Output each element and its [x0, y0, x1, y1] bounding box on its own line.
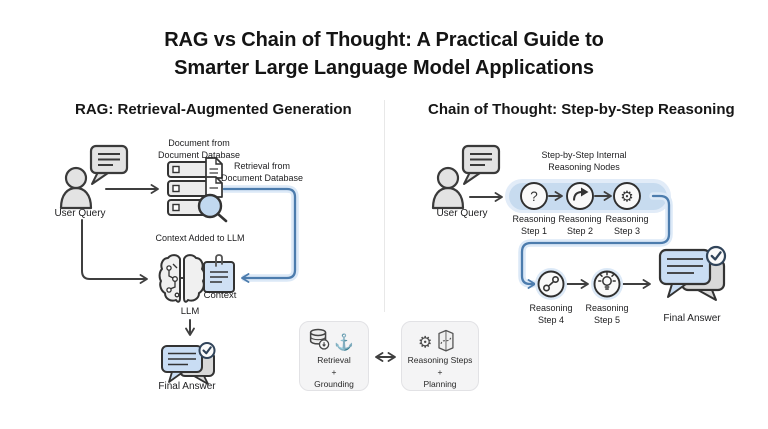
- cot-box-plus: +: [437, 366, 443, 377]
- gear-icon: ⚙: [418, 334, 432, 351]
- reasoning-step1-node: [520, 182, 548, 210]
- reasoning-step2-node: [566, 182, 594, 210]
- step3-to-step4-connector: [520, 194, 671, 289]
- reasoning-step4-node: [537, 270, 565, 298]
- share-arrow-icon: [573, 187, 589, 201]
- cot-summary-box: ⚙ Reasoning Steps + Planning: [401, 321, 479, 391]
- paperclip-icon: [215, 254, 223, 267]
- page-title: RAG vs Chain of Thought: A Practical Gui…: [164, 29, 604, 80]
- check-circle-icon: [198, 342, 216, 359]
- cot-box-line2: Planning: [423, 378, 457, 389]
- final-answer-icon-right: [658, 245, 727, 301]
- reasoning-step5-node: [593, 270, 621, 298]
- llm-label: LLM: [180, 306, 200, 317]
- reasoning-step2-label: Reasoning Step 2: [558, 214, 602, 236]
- lightbulb-icon: [598, 272, 616, 290]
- check-circle-icon: [705, 245, 727, 267]
- cot-box-line1: Reasoning Steps: [407, 354, 473, 365]
- nodes-caption-label: Step-by-Step Internal Reasoning Nodes: [541, 150, 627, 172]
- user-to-llm-arrow: [81, 219, 148, 284]
- retrieval-grounding-icons: ⚓: [309, 328, 354, 351]
- gear-icon: ⚙: [620, 189, 633, 206]
- section-divider: [384, 100, 385, 312]
- anchor-icon: ⚓: [334, 332, 354, 351]
- llm-brain-icon: [158, 254, 206, 303]
- left-section-header: RAG: Retrieval-Augmented Generation: [75, 101, 352, 118]
- retrieval-label: Retrieval from Document Database: [220, 161, 304, 183]
- right-section-header: Chain of Thought: Step-by-Step Reasoning: [428, 101, 735, 118]
- rag-box-line2: Grounding: [314, 378, 354, 389]
- step5-halo: [591, 268, 623, 300]
- context-added-label: Context Added to LLM: [155, 233, 245, 243]
- link-icon: [542, 275, 559, 292]
- reasoning-step3-label: Reasoning Step 3: [605, 214, 649, 236]
- user-query-label-left: User Query: [54, 208, 106, 219]
- reasoning-step3-node: [613, 182, 641, 210]
- rag-summary-box: ⚓ Retrieval + Grounding: [299, 321, 369, 391]
- user-query-icon-left: [59, 144, 129, 210]
- reasoning-planning-icons: ⚙: [418, 329, 454, 352]
- step4-halo: [535, 268, 567, 300]
- final-answer-icon-left: [161, 342, 216, 385]
- rag-box-line1: Retrieval: [317, 354, 351, 365]
- reasoning-step1-label: Reasoning Step 1: [512, 214, 556, 236]
- reasoning-step4-label: Reasoning Step 4: [529, 303, 573, 325]
- final-answer-label-right: Final Answer: [663, 313, 721, 324]
- context-document-icon: [203, 254, 235, 293]
- rag-box-plus: +: [331, 366, 337, 377]
- question-icon: ?: [530, 189, 538, 204]
- reasoning-step-nodes: ? ⚙: [520, 182, 641, 300]
- final-answer-label-left: Final Answer: [158, 381, 216, 392]
- magnifier-icon: [197, 193, 228, 223]
- context-label: Context: [203, 290, 237, 301]
- user-query-label-right: User Query: [436, 208, 488, 219]
- circuit-nodes: [166, 263, 180, 298]
- database-download-icon: [309, 328, 330, 350]
- database-label: Document from Document Database: [157, 138, 241, 160]
- reasoning-band: [505, 179, 671, 213]
- map-route-icon: [438, 329, 454, 352]
- reasoning-step5-label: Reasoning Step 5: [585, 303, 629, 325]
- user-query-icon-right: [431, 144, 501, 210]
